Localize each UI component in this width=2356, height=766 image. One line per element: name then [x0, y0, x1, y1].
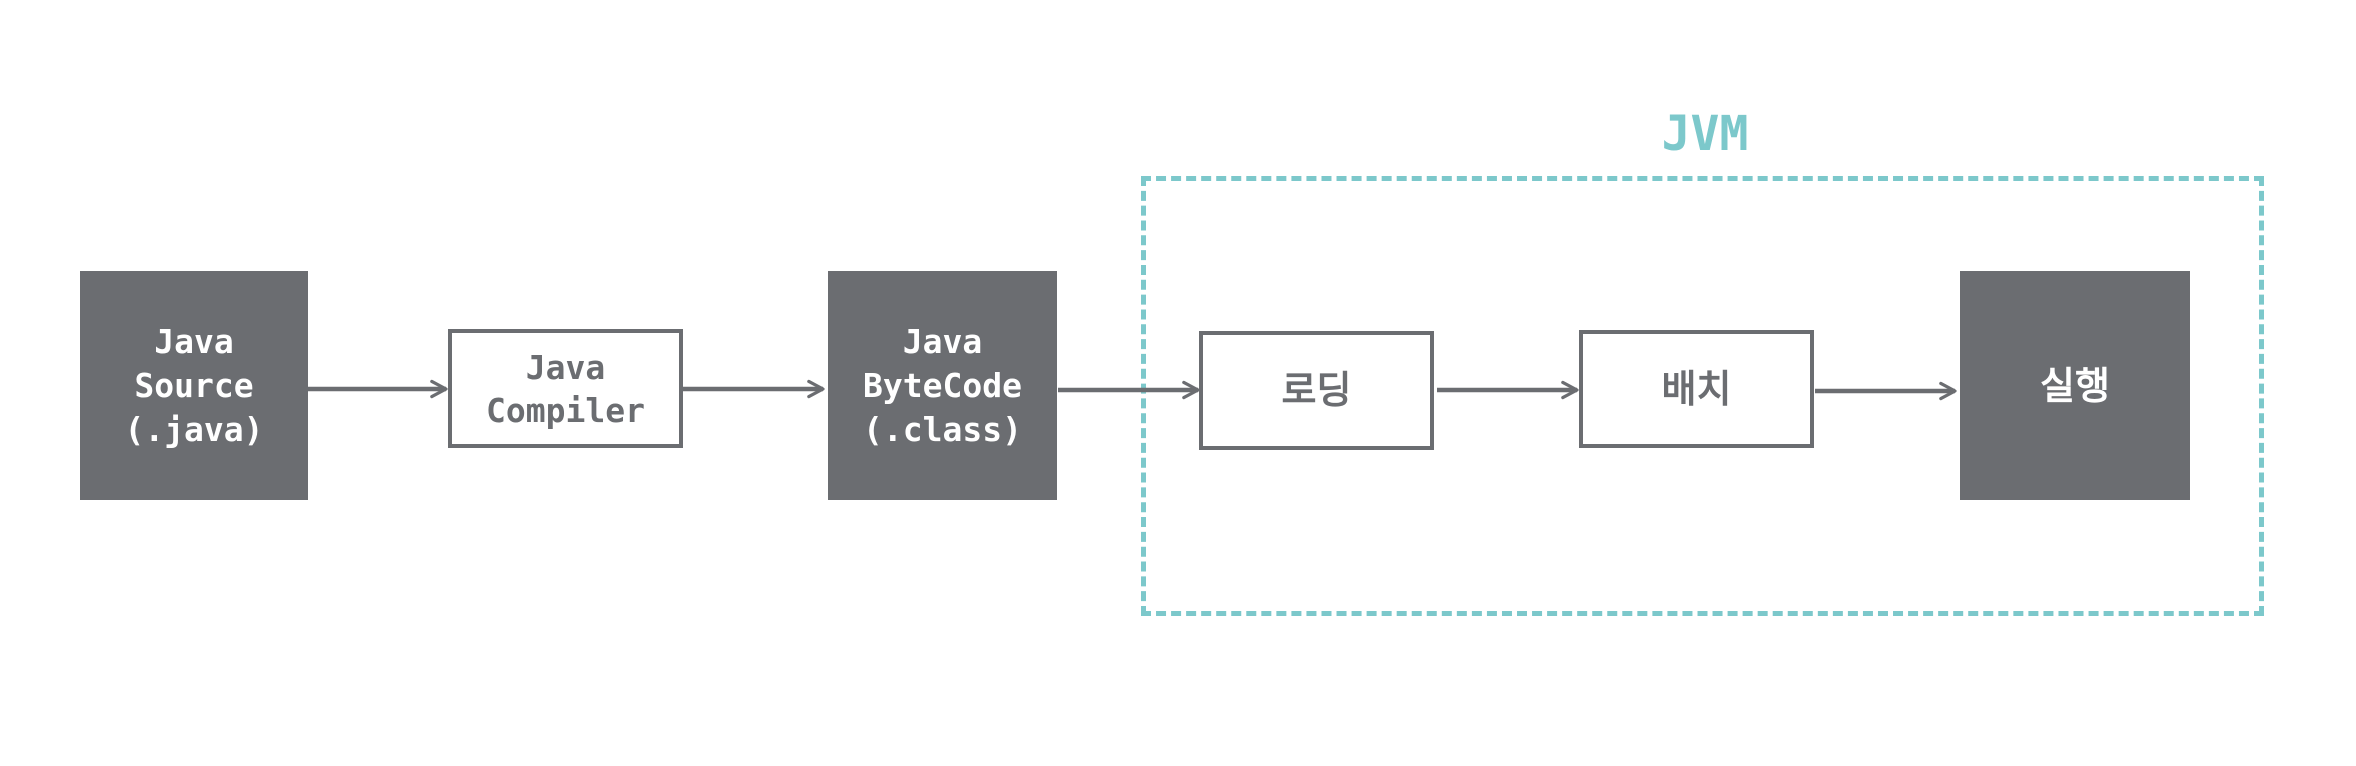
node-java-bytecode: Java ByteCode (.class) [828, 271, 1057, 500]
node-java-bytecode-label: Java ByteCode (.class) [863, 321, 1022, 449]
node-loading: 로딩 [1199, 331, 1434, 450]
node-java-source-label: Java Source (.java) [124, 321, 264, 449]
node-java-compiler: Java Compiler [448, 329, 683, 448]
jvm-boundary [1141, 176, 2264, 616]
jvm-title: JVM [1661, 106, 1749, 162]
node-execution: 실행 [1960, 271, 2190, 500]
node-execution-label: 실행 [2040, 363, 2110, 408]
node-linking: 배치 [1579, 330, 1814, 448]
node-java-source: Java Source (.java) [80, 271, 308, 500]
node-linking-label: 배치 [1661, 366, 1732, 411]
node-loading-label: 로딩 [1281, 368, 1352, 412]
node-java-compiler-label: Java Compiler [486, 347, 645, 430]
